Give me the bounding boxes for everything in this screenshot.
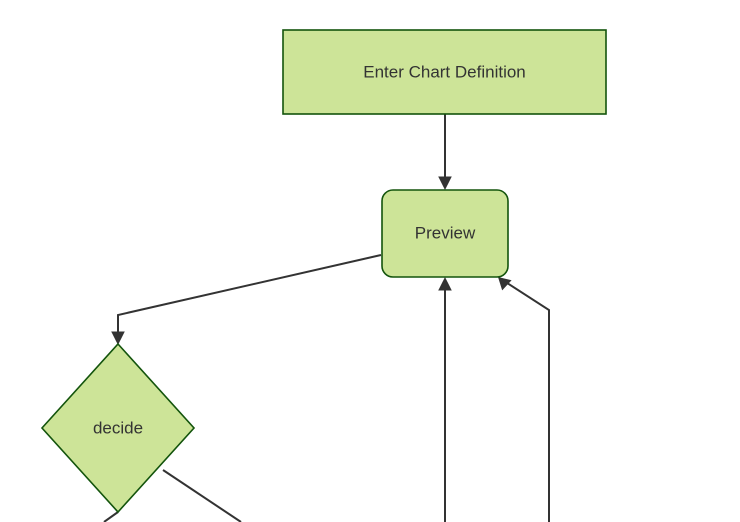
edge-decide-out-left[interactable] [103,511,119,522]
edge-inbound-preview-center[interactable] [438,277,452,522]
edge-layer [103,114,550,522]
edge-preview-to-decide[interactable] [111,254,382,345]
node-decide[interactable]: decide [40,342,196,514]
node-label: Preview [415,223,476,242]
node-label: Enter Chart Definition [363,62,526,81]
node-rounded-rectangle-shape [381,189,509,278]
edge-line [103,511,119,522]
arrowhead-icon [438,176,452,190]
node-enter-chart-definition[interactable]: Enter Chart Definition [282,29,607,115]
node-layer: Enter Chart Definition Preview decide [40,29,607,514]
node-diamond-shape [40,342,196,514]
node-rectangle-shape [282,29,607,115]
edge-inbound-preview-right[interactable] [498,277,550,522]
node-label: decide [93,418,143,437]
edge-line [503,280,550,522]
edge-decide-out-right[interactable] [162,469,242,522]
arrowhead-icon [438,277,452,291]
edge-enter-to-preview[interactable] [438,114,452,190]
node-preview[interactable]: Preview [381,189,509,278]
arrowhead-icon [498,277,512,291]
edge-line [162,469,242,522]
arrowhead-icon [111,331,125,345]
edge-line [117,254,382,337]
